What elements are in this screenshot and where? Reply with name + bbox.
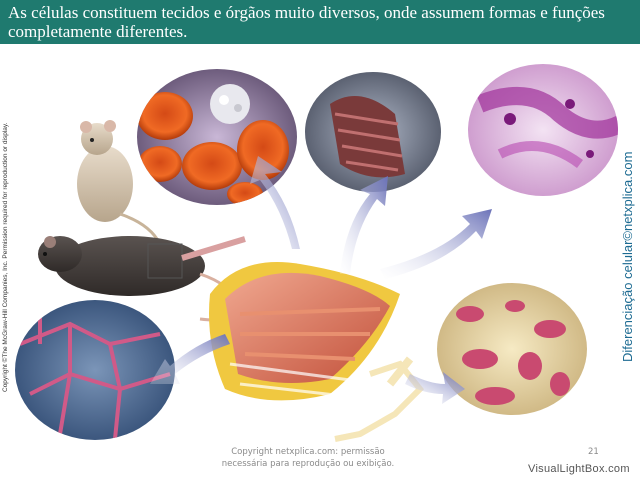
bone-tissue-micrograph xyxy=(437,283,587,415)
slide-number: 21 xyxy=(588,447,599,457)
rat-standing-illustration xyxy=(77,120,162,245)
side-title: Diferenciação celular©netxplica.com xyxy=(620,151,635,362)
blood-cells-micrograph xyxy=(137,69,297,205)
footer-copyright-line2: necessária para reprodução ou exibição. xyxy=(221,459,395,469)
side-copyright-notice: Copyright ©The McGraw-Hill Companies, In… xyxy=(2,122,9,392)
rat-lying-illustration xyxy=(38,236,246,322)
footer-copyright: Copyright netxplica.com: permissão neces… xyxy=(208,446,408,470)
cell-differentiation-illustration xyxy=(15,64,618,442)
title-bar: As células constituem tecidos e órgãos m… xyxy=(0,0,640,44)
muscle-fiber-micrograph xyxy=(305,72,441,192)
leg-muscle-illustration xyxy=(209,262,425,442)
differentiation-arrows xyxy=(150,156,492,404)
adipose-tissue-micrograph xyxy=(15,300,175,440)
watermark: VisualLightBox.com xyxy=(528,463,630,475)
footer-copyright-line1: Copyright netxplica.com: permissão xyxy=(231,447,385,457)
nervous-tissue-micrograph xyxy=(468,64,618,196)
slide-title: As células constituem tecidos e órgãos m… xyxy=(8,3,605,41)
